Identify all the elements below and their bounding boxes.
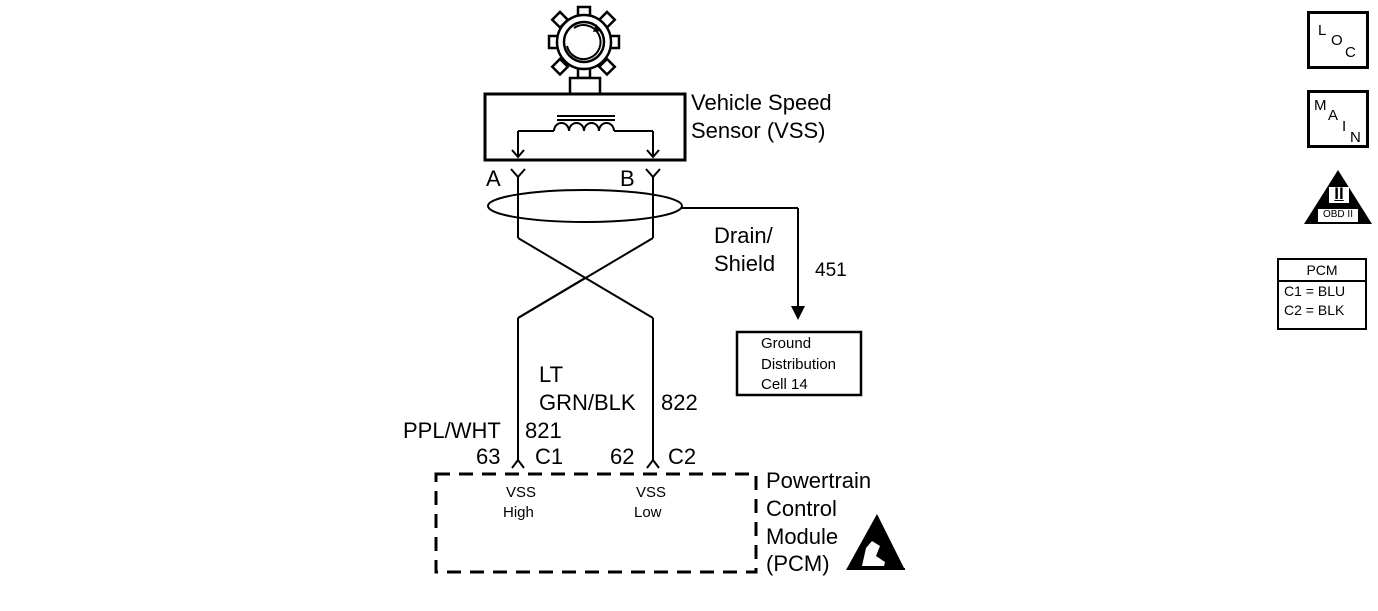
sensor-name-line1: Vehicle Speed	[691, 90, 832, 115]
ground-box	[735, 330, 863, 397]
wire-low-connector: C2	[668, 444, 697, 469]
pcm-input-low-line1: VSS	[636, 484, 667, 501]
main-icon[interactable]: M A I N	[1307, 90, 1369, 148]
pcm-input-low-line2: Low	[634, 504, 662, 521]
twisted-pair-wires	[517, 177, 654, 460]
wire-low-pin: 62	[610, 444, 635, 469]
pcm-input-high-line1: VSS	[506, 484, 537, 501]
drain-circuit-number: 451	[815, 260, 847, 281]
terminal-b-label: B	[620, 166, 635, 191]
sensor-shaft	[568, 76, 602, 96]
pcm-key-row1: C1 = BLU	[1284, 283, 1346, 299]
drain-label-line2: Shield	[714, 251, 776, 276]
sensor-connector-terminals	[510, 168, 661, 179]
terminal-a-label: A	[486, 166, 501, 191]
obd-ii-label: OBD II	[1322, 209, 1353, 220]
ground-label-line2: Distribution	[761, 356, 837, 373]
pcm-connector-key: PCM C1 = BLU C2 = BLK	[1277, 258, 1367, 330]
wire-low-circuit: 822	[661, 390, 698, 415]
ground-label-line3: Cell 14	[761, 376, 808, 393]
wire-high-circuit: 821	[525, 418, 562, 443]
ground-label-line1: Ground	[761, 335, 812, 352]
obd-ii-numeral: II	[1334, 184, 1344, 203]
pcm-box	[434, 472, 758, 574]
pcm-input-high-line2: High	[503, 504, 534, 521]
wire-high-pin: 63	[476, 444, 501, 469]
esd-warning-icon	[846, 514, 905, 570]
drain-arrow	[791, 306, 805, 320]
pcm-name-line1: Powertrain	[766, 468, 872, 493]
shield-ellipse	[487, 189, 683, 223]
wire-high-connector: C1	[535, 444, 564, 469]
pcm-key-title: PCM	[1279, 260, 1365, 282]
pcm-name-line4: (PCM)	[766, 551, 830, 576]
obd-ii-icon	[1304, 170, 1372, 224]
wire-low-color-line1: LT	[539, 362, 564, 387]
drain-label-line1: Drain/	[714, 223, 773, 248]
loc-icon[interactable]: L O C	[1307, 11, 1369, 69]
pcm-name-line3: Module	[766, 524, 839, 549]
pcm-key-row2: C2 = BLK	[1284, 302, 1345, 318]
wire-low-color-line2: GRN/BLK	[539, 390, 636, 415]
tone-wheel-gear-icon	[547, 5, 621, 80]
coil-symbol	[511, 115, 660, 159]
drain-wire	[682, 207, 799, 310]
wire-high-color: PPL/WHT	[403, 418, 501, 443]
sensor-name-line2: Sensor (VSS)	[691, 118, 826, 143]
pcm-connector-terminals	[511, 458, 660, 469]
pcm-name-line2: Control	[766, 496, 837, 521]
